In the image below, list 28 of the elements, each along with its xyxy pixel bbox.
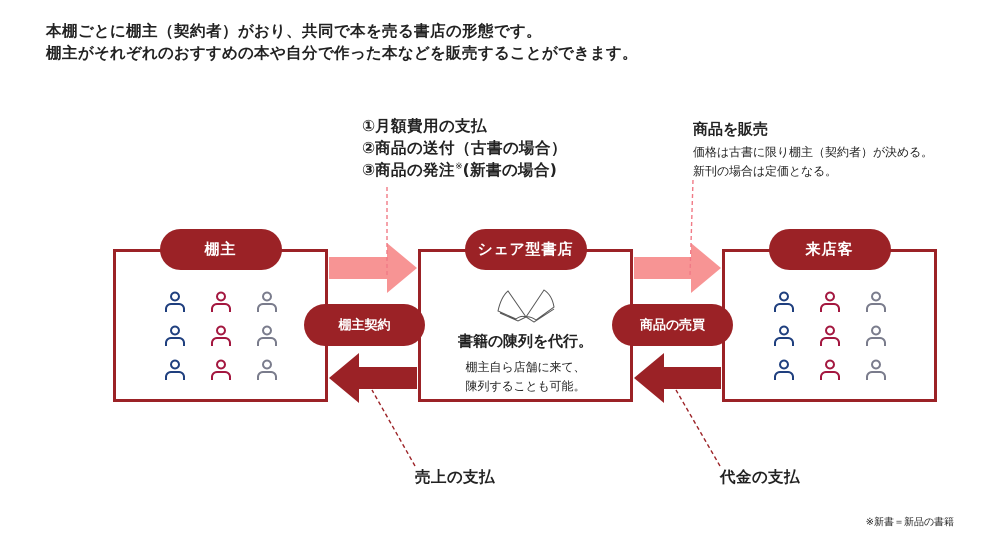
leader-line xyxy=(675,390,721,466)
block-arrow xyxy=(329,243,417,293)
intro-text: 棚主がそれぞれのおすすめの本や自分で作った本などを販売することができます。 xyxy=(46,43,638,64)
group-frame xyxy=(113,229,328,402)
heading-label: シェア型書店 xyxy=(464,229,586,270)
sub-text: 棚主自ら店舗に来て、陳列することも可能。 xyxy=(464,359,586,395)
leader-line xyxy=(689,180,694,276)
block-arrow xyxy=(634,353,721,403)
leader-line xyxy=(371,390,416,466)
callout-text: 売上の支払 xyxy=(415,467,495,488)
heading-label: 来店客 xyxy=(768,229,890,270)
leader-line xyxy=(386,187,388,276)
block-arrow xyxy=(634,243,721,293)
heading-label: 棚主 xyxy=(160,229,282,270)
footnote: ※新書＝新品の書籍 xyxy=(866,516,954,529)
relation-pill: 商品の売買 xyxy=(612,304,733,346)
intro-text: 本棚ごとに棚主（契約者）がおり、共同で本を売る書店の形態です。 xyxy=(46,21,543,42)
callout-text: ③商品の発注$^{※}$(新書の場合) xyxy=(362,160,558,181)
callout-text: 代金の支払 xyxy=(720,467,800,488)
block-arrow xyxy=(329,353,417,403)
callout-text: ①月額費用の支払 xyxy=(362,116,488,137)
callout-text: 価格は古書に限り棚主（契約者）が決める。新刊の場合は定価となる。 xyxy=(693,144,934,180)
main-text: 書籍の陳列を代行。 xyxy=(457,332,594,351)
group-frame xyxy=(418,229,633,402)
relation-pill: 棚主契約 xyxy=(304,304,425,346)
callout-heading: 商品を販売 xyxy=(693,119,769,140)
callout-text: ②商品の送付（古書の場合） xyxy=(362,138,568,159)
group-frame xyxy=(722,229,937,402)
